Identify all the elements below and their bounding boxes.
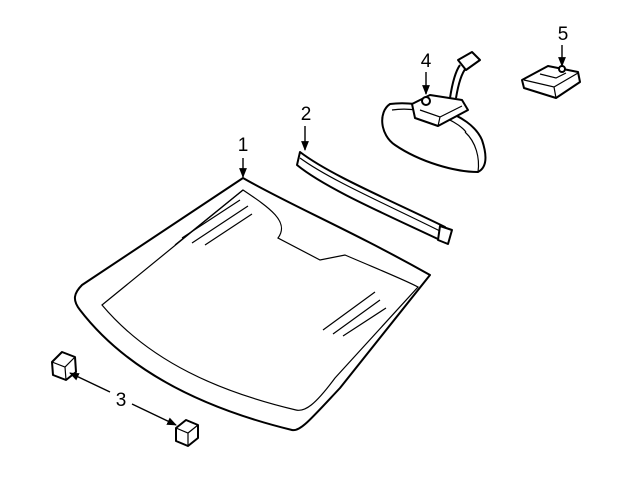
- mirror-callout: 4: [421, 51, 432, 72]
- mirror-bracket-part: [521, 65, 581, 99]
- spacer-left: [51, 351, 77, 381]
- spacer-right: [175, 419, 199, 447]
- spacer-callout-arrow-left: [69, 372, 111, 393]
- windshield-callout: 1: [238, 135, 249, 156]
- spacer-callout-arrow-right: [131, 403, 177, 426]
- mirror-part: [381, 51, 487, 173]
- mirror-bracket-callout: 5: [558, 24, 569, 45]
- molding-callout: 2: [301, 104, 312, 125]
- spacers-callout: 3: [116, 390, 127, 411]
- molding-part: [296, 151, 453, 245]
- windshield-part: [74, 177, 431, 432]
